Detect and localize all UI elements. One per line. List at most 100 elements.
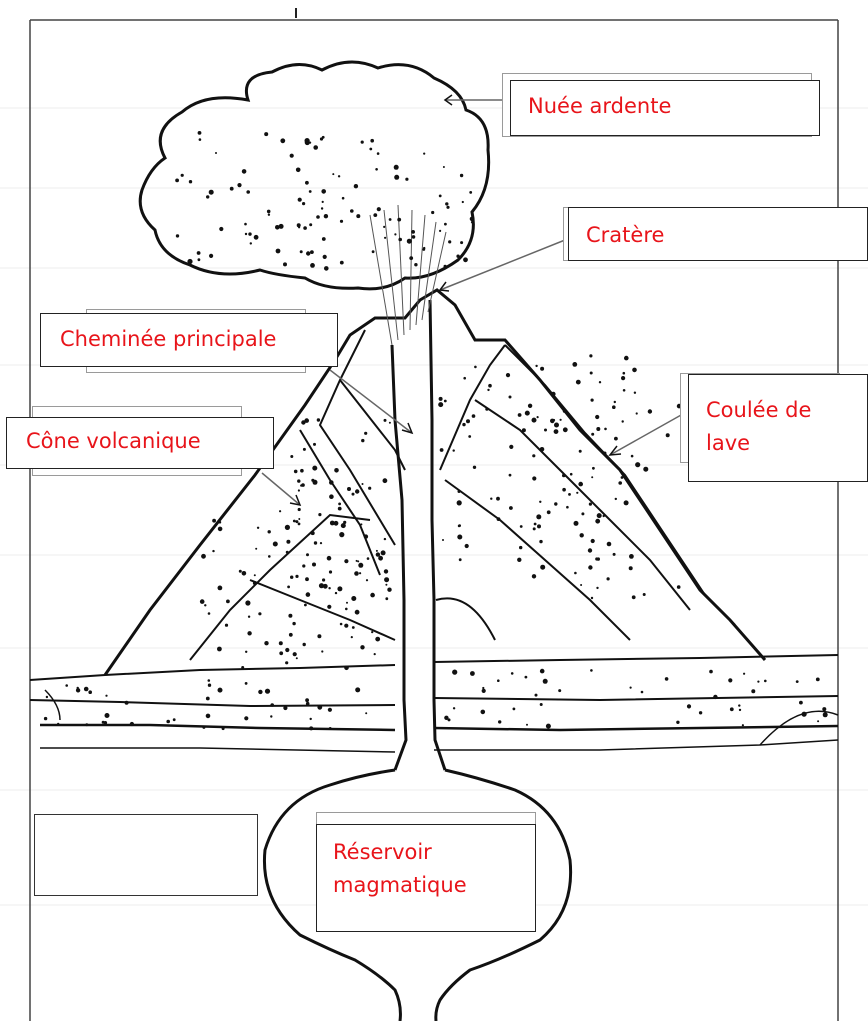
rock-dot [324, 266, 329, 271]
empty-label-box[interactable] [34, 814, 258, 896]
rock-dot [221, 727, 225, 731]
rock-dot [247, 631, 252, 636]
rock-dot [302, 202, 306, 206]
rock-dot [642, 593, 646, 596]
rock-dot [509, 444, 514, 449]
rock-dot [474, 365, 477, 369]
rock-dot [344, 665, 349, 671]
label-box-coulee-de-lave[interactable] [688, 374, 868, 482]
rock-dot [310, 250, 314, 255]
rock-dot [458, 524, 461, 527]
rock-dot [508, 473, 512, 477]
rock-dot [383, 225, 386, 228]
rock-dot [509, 506, 513, 510]
rock-dot [319, 137, 324, 141]
rock-dot [394, 233, 397, 236]
rock-dot [351, 596, 357, 601]
rock-dot [322, 578, 326, 582]
rock-dot [490, 497, 493, 500]
rock-dot [365, 579, 369, 582]
rock-dot [676, 585, 681, 589]
rock-dot [224, 623, 229, 627]
rock-dot [267, 530, 271, 534]
rock-dot [466, 419, 470, 424]
rock-dot [376, 207, 381, 212]
rock-dot [446, 205, 450, 209]
label-box-reservoir-magmatique[interactable] [316, 824, 536, 932]
rock-dot [209, 253, 214, 258]
rock-dot [175, 178, 180, 183]
rock-dot [498, 720, 502, 724]
rock-dot [444, 222, 447, 226]
rock-dot [598, 381, 602, 384]
rock-dot [531, 417, 537, 423]
rock-dot [285, 661, 289, 665]
rock-dot [496, 496, 500, 501]
rock-dot [590, 538, 595, 544]
rock-dot [285, 550, 289, 554]
rock-dot [129, 721, 134, 727]
rock-dot [229, 186, 234, 191]
page-frame [29, 8, 839, 1021]
rock-dot [468, 435, 472, 438]
rock-dot [317, 704, 323, 710]
rock-dot [217, 526, 223, 532]
rock-dot [665, 433, 670, 438]
rock-dot [540, 366, 545, 371]
rock-dot [595, 518, 601, 524]
rock-dot [268, 555, 271, 558]
rock-dot [312, 562, 316, 567]
rock-dot [519, 545, 523, 550]
rock-dot [299, 250, 303, 254]
rock-dot [321, 200, 324, 203]
rock-dot [595, 414, 600, 420]
rock-dot [337, 506, 342, 511]
rock-dot [275, 248, 281, 254]
rock-dot [280, 138, 286, 144]
rock-dot [544, 428, 547, 432]
rock-dot [297, 479, 301, 483]
rock-dot [293, 469, 298, 474]
rock-dot [300, 468, 304, 473]
rock-dot [75, 688, 81, 693]
label-box-cratere[interactable] [568, 207, 868, 261]
label-nuee-ardente: Nuée ardente [528, 94, 672, 118]
rock-dot [532, 527, 536, 531]
rock-dot [439, 229, 442, 232]
label-box-cone-volcanique[interactable] [6, 417, 274, 469]
rock-dot [188, 180, 193, 184]
rock-dot [292, 621, 296, 626]
rock-dot [283, 262, 287, 267]
rock-dot [339, 532, 345, 538]
rock-dot [375, 549, 378, 552]
rock-dot [562, 473, 566, 478]
rock-dot [431, 210, 435, 215]
rock-dot [444, 715, 449, 720]
rock-dot [357, 560, 360, 563]
rock-dot [578, 481, 583, 487]
rock-dot [595, 557, 599, 561]
rock-dot [378, 555, 383, 561]
rock-dot [288, 632, 293, 637]
rock-dot [438, 402, 444, 408]
rock-dot [572, 362, 578, 367]
rock-dot [318, 513, 322, 517]
rock-dot [253, 574, 256, 577]
label-box-cheminee-principale[interactable] [40, 313, 338, 367]
rock-dot [321, 650, 324, 653]
rock-dot [630, 454, 634, 458]
rock-dot [313, 442, 316, 446]
rock-dot [635, 412, 638, 415]
rock-dot [360, 645, 365, 650]
rock-dot [103, 721, 108, 725]
rock-dot [332, 173, 335, 176]
rock-dot [308, 190, 312, 193]
rock-dot [738, 704, 741, 707]
rock-dot [65, 684, 68, 687]
rock-dot [469, 216, 475, 222]
rock-dot [370, 592, 375, 598]
label-box-nuee-ardente[interactable] [510, 80, 820, 136]
rock-dot [373, 653, 376, 656]
rock-dot [316, 215, 320, 219]
rock-dot [443, 399, 447, 403]
